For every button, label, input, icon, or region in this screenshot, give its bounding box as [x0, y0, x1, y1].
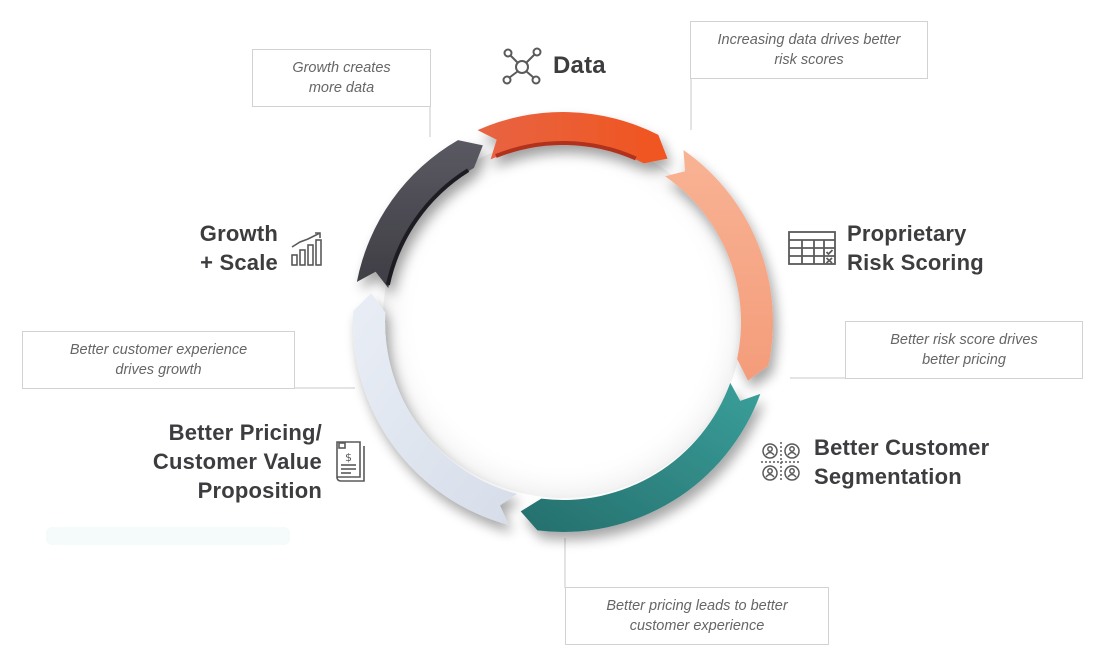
stage-risk-line1: Proprietary [847, 221, 967, 246]
stage-growth-label: Growth + Scale [200, 219, 278, 277]
stage-pricing-line3: Proposition [197, 478, 322, 503]
stage-risk-line2: Risk Scoring [847, 250, 984, 275]
note-experience-drives-growth-line1: Better customer experience [69, 342, 248, 358]
network-nodes-icon [502, 47, 542, 85]
arc-pricing [353, 292, 517, 525]
stage-pricing-label: Better Pricing/ Customer Value Propositi… [153, 418, 322, 505]
note-risk-drives-pricing-line1: Better risk score drives [890, 332, 1038, 348]
ring-inner-disk [383, 138, 743, 498]
arc-risk [665, 149, 773, 381]
note-pricing-drives-experience: Better pricing leads to better customer … [565, 587, 829, 645]
note-risk-drives-pricing: Better risk score drives better pricing [845, 321, 1083, 379]
arc-data-inner-edge [495, 141, 637, 161]
stage-risk-label: Proprietary Risk Scoring [847, 219, 984, 277]
stage-data-label: Data [553, 51, 606, 80]
note-pricing-drives-experience-line1: Better pricing leads to better [606, 598, 788, 614]
note-data-drives-risk: Increasing data drives better risk score… [690, 21, 928, 79]
note-data-drives-risk-line2: risk scores [774, 52, 844, 68]
stage-data-title: Data [553, 52, 606, 79]
faint-highlight-bar [46, 527, 290, 545]
note-growth-creates-data-line1: Growth creates [292, 60, 391, 76]
note-pricing-drives-experience-line2: customer experience [629, 618, 765, 634]
stage-segmentation-label: Better Customer Segmentation [814, 433, 989, 491]
note-growth-creates-data: Growth creates more data [252, 49, 431, 107]
stage-growth-line1: Growth [199, 221, 278, 246]
note-experience-drives-growth-line2: drives growth [115, 362, 202, 378]
stage-pricing-line1: Better Pricing/ [168, 420, 322, 445]
customer-segments-icon [761, 442, 801, 482]
svg-text:$: $ [345, 451, 352, 464]
stage-segmentation-line1: Better Customer [814, 435, 990, 460]
connector-lines [295, 79, 845, 588]
arc-segmentation [520, 382, 761, 532]
note-experience-drives-growth: Better customer experience drives growth [22, 331, 295, 389]
stage-pricing-line2: Customer Value [152, 449, 322, 474]
scoring-table-icon [788, 231, 836, 265]
note-risk-drives-pricing-line2: better pricing [922, 352, 1006, 368]
note-growth-creates-data-line2: more data [308, 80, 375, 96]
stage-growth-line2: + Scale [200, 250, 278, 275]
pricing-document-icon: $ [336, 441, 365, 482]
note-data-drives-risk-line1: Increasing data drives better [717, 32, 901, 48]
growth-chart-icon [291, 232, 322, 266]
stage-segmentation-line2: Segmentation [814, 464, 962, 489]
arc-growth-inner-edge [385, 168, 470, 286]
